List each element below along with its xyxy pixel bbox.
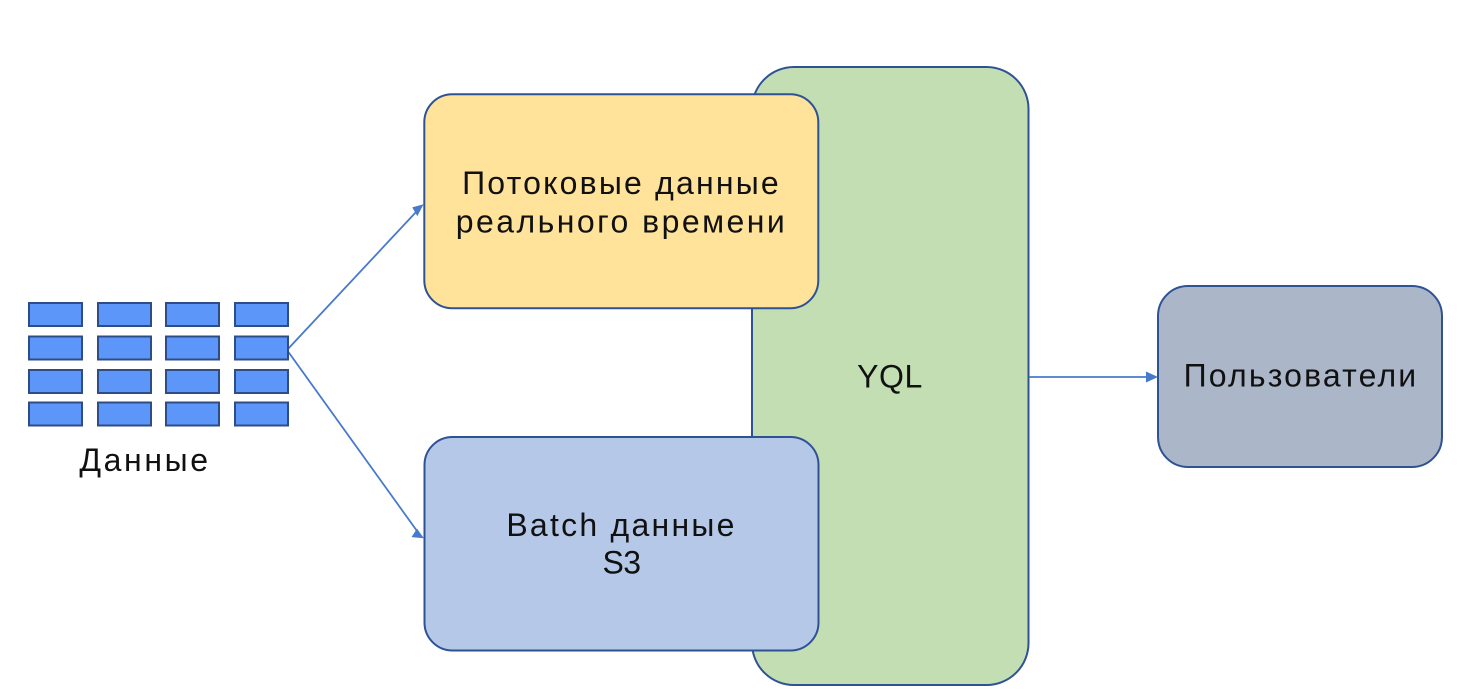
svg-text:YQL: YQL — [857, 359, 923, 395]
svg-text:реального времени: реального времени — [456, 204, 787, 240]
svg-text:Пользователи: Пользователи — [1184, 358, 1419, 394]
svg-text:Потоковые данные: Потоковые данные — [462, 165, 781, 201]
svg-text:Batch данные: Batch данные — [506, 507, 736, 543]
svg-text:S3: S3 — [603, 545, 641, 581]
svg-text:Данные: Данные — [79, 442, 210, 478]
